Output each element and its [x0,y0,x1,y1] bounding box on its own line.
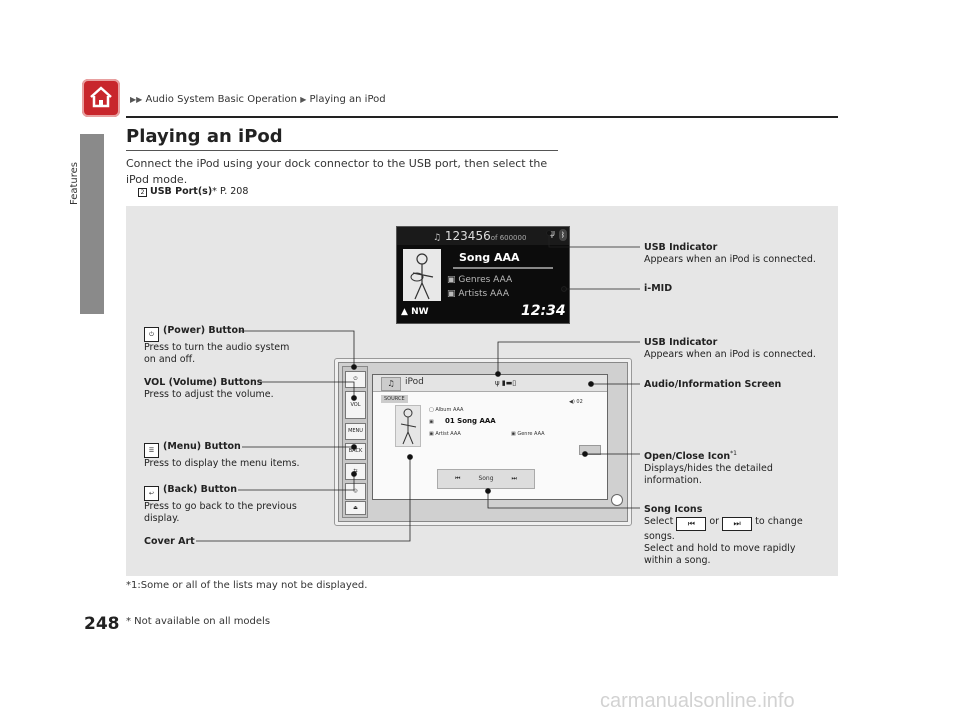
eject-icon: ⏏ [353,505,358,511]
chevron-right-icon: ▶▶ [130,95,143,104]
artist-icon: ▣ [447,289,459,299]
imid-compass: ▲ NW [401,307,429,317]
back-icon: ↩ [144,486,159,501]
ref-page: P. 208 [216,186,249,197]
track-counter: ◀) 02 [569,399,583,405]
imid-progress [453,267,553,269]
screen-title: iPod [405,377,424,387]
song-icons-label: Song Icons Select ⏮ or ⏭ to change songs… [644,504,803,566]
skip-forward-icon: ⏭ [722,517,753,531]
menu-button[interactable]: MENU [345,423,366,440]
breadcrumb-section[interactable]: Audio System Basic Operation [145,94,298,105]
intro-text: Connect the iPod using your dock connect… [126,157,548,186]
usb-indicator-icon: ψ [549,229,555,239]
artist-row: ▣ Artist AAA [429,431,461,437]
skip-icon: ⇆ [353,468,358,474]
music-note-icon: ♫ [433,233,442,243]
song-control-bar: ⏮ Song ⏭ [437,469,535,489]
breadcrumb-page[interactable]: Playing an iPod [309,94,386,105]
power-button[interactable]: ⏻ [345,371,366,388]
genre-icon: ▣ [511,431,518,437]
guitarist-icon [410,253,434,300]
home-icon [90,86,112,108]
watermark: carmanualsonline.info [600,690,795,712]
song-control-label: Song [478,475,494,482]
power-icon: ⏻ [353,376,358,382]
bluetooth-icon: ᛒ [559,229,567,241]
reference-icon: 2 [138,188,147,197]
open-close-icon[interactable] [579,445,601,455]
nav-button[interactable]: ◎ [345,483,366,500]
menu-icon: ☰ [144,443,159,458]
extra-button[interactable]: ⇆ [345,463,366,480]
imid-genre: ▣ Genres AAA [447,275,513,285]
genre-icon: ▣ [447,275,459,285]
album-row: ▢ Album AAA [429,407,464,413]
page-number: 248 [84,614,120,634]
skip-back-icon: ⏮ [676,517,707,531]
imid-song-title: Song AAA [459,251,520,264]
power-icon: ⏻ [144,327,159,342]
home-button[interactable] [82,79,120,117]
imid-label: i-MID [644,283,673,294]
audio-screen-label: Audio/Information Screen [644,379,782,390]
unit-knob [611,494,623,506]
song-row-icon: ▣ [429,419,434,425]
imid-artist: ▣ Artists AAA [447,289,509,299]
imid-clock: 12:34 [521,303,566,319]
ref-label: USB Port(s) [150,186,213,197]
skip-back-icon[interactable]: ⏮ [455,475,461,482]
genre-row: ▣ Genre AAA [511,431,545,437]
title-rule [126,150,558,151]
imid-track-number: ♫ 123456of 600000 [433,229,527,243]
eject-button[interactable]: ⏏ [345,501,366,515]
breadcrumb: ▶▶ Audio System Basic Operation ▶ Playin… [130,94,386,105]
imid-display: ♫ 123456of 600000 Song AAA ▣ Genres AAA … [396,226,570,324]
footnote: *1:Some or all of the lists may not be d… [126,580,368,591]
album-icon: ▢ [429,407,436,413]
guitarist-icon [400,408,417,445]
usb-indicator-icon: ψ ▮▬▯ [495,379,517,387]
artist-icon: ▣ [429,431,436,437]
source-button[interactable]: SOURCE [381,395,408,403]
song-title: 01 Song AAA [445,417,496,425]
cover-art-label: Cover Art [144,536,195,547]
page-title: Playing an iPod [126,126,283,147]
chevron-right-icon: ▶ [300,95,307,104]
cover-art [395,405,421,447]
speaker-icon: ◀) [569,399,577,405]
imid-cover-art [403,249,441,301]
header-rule [126,116,838,118]
side-tab [80,134,104,314]
skip-forward-icon[interactable]: ⏭ [511,475,517,482]
song-icon: ▣ [429,419,434,425]
audio-information-screen[interactable]: ♫ iPod ψ ▮▬▯ SOURCE ▢ Album AAA ▣ 01 Son… [372,374,608,500]
not-available-note: * Not available on all models [126,616,271,627]
music-note-icon: ♫ [381,377,401,391]
settings-icon: ◎ [353,488,358,494]
vol-button[interactable]: VOL [345,391,366,419]
